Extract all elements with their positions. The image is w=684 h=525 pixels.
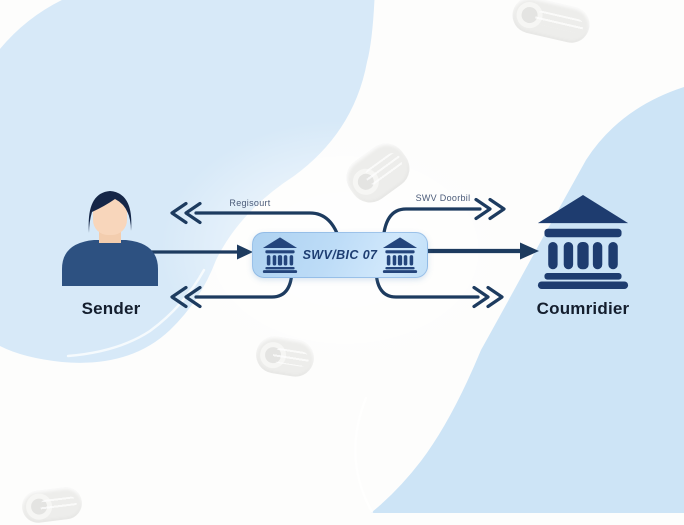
flow-label-top-left: Regisourt — [229, 198, 271, 208]
money-transfer-diagram: Regisourt SWV Doorbil Sender SWV/BIC 07 … — [0, 0, 684, 513]
sender-avatar-icon — [62, 191, 158, 286]
flow-label-top-right: SWV Doorbil — [415, 193, 471, 203]
receiver-label: Coumridier — [536, 299, 630, 318]
arrow-sender-to-hub — [150, 244, 253, 260]
bank-icon — [262, 237, 298, 273]
bank-icon — [382, 237, 418, 273]
swift-hub-box: SWV/BIC 07 — [252, 232, 428, 278]
receiver-bank-icon — [537, 194, 629, 289]
sender-label: Sender — [81, 299, 141, 318]
hub-label: SWV/BIC 07 — [302, 248, 378, 262]
blob-highlight-arc-right — [354, 396, 374, 513]
arrow-hub-to-receiver-mid — [421, 242, 539, 260]
